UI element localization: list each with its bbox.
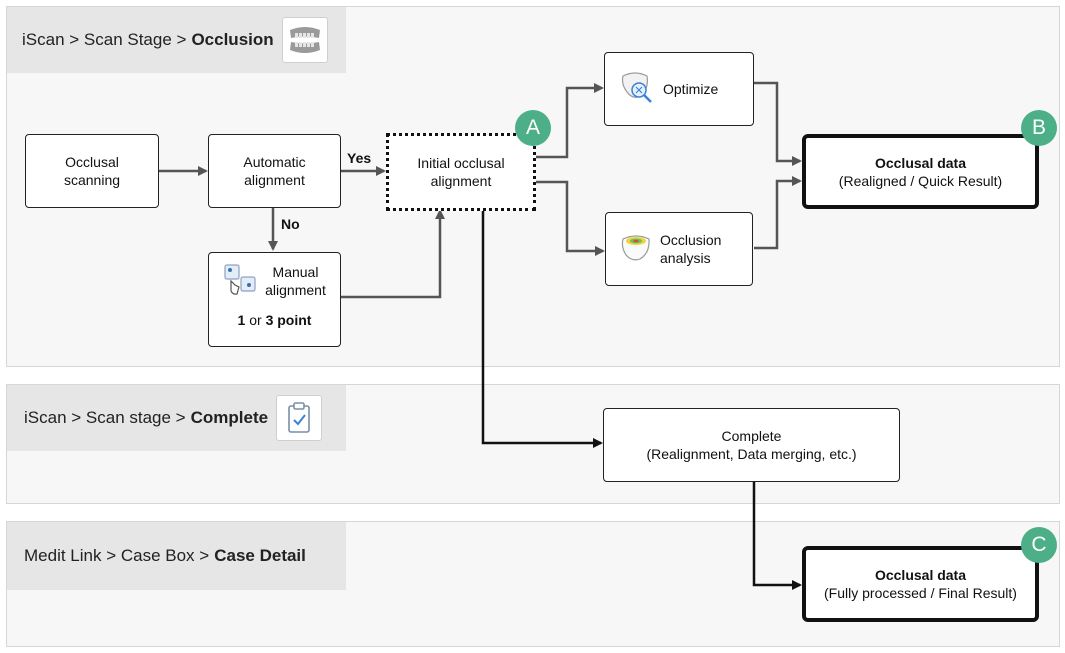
edge-label-yes: Yes (347, 150, 372, 166)
badge-c: C (1021, 527, 1057, 563)
node-label: alignment (244, 172, 305, 188)
edge-analysis-to-data-b (754, 176, 802, 250)
breadcrumb-path: Medit Link > Case Box > (24, 546, 210, 565)
clipboard-check-icon (276, 395, 323, 441)
occlusion-analysis-icon (620, 231, 652, 267)
breadcrumb-complete: iScan > Scan stage > Complete (7, 385, 346, 451)
point-or: or (249, 312, 262, 328)
node-label: Automatic (243, 154, 306, 170)
node-manual-alignment: Manual alignment 1 or 3 point (208, 252, 341, 347)
breadcrumb-occlusion: iScan > Scan Stage > Occlusion (7, 7, 346, 73)
breadcrumb-path: iScan > Scan stage > (24, 408, 186, 427)
edge-manual-to-initial (341, 209, 445, 299)
point-count-1: 1 (237, 312, 246, 328)
node-occlusal-data-b: Occlusal data (Realigned / Quick Result) (802, 134, 1039, 209)
manual-alignment-points: 1 or 3 point (238, 311, 312, 329)
node-occlusion-analysis: Occlusion analysis (605, 212, 753, 286)
node-label: Optimize (663, 81, 719, 97)
breadcrumb-case-detail: Medit Link > Case Box > Case Detail (7, 522, 346, 590)
node-label: Occlusal data (874, 567, 967, 583)
node-label: (Realignment, Data merging, etc.) (646, 446, 857, 462)
badge-a: A (515, 110, 551, 146)
node-label: Occlusal (65, 154, 119, 170)
badge-b: B (1021, 110, 1057, 146)
node-label: scanning (63, 172, 121, 188)
node-label: Initial occlusal (417, 155, 505, 171)
teeth-icon (281, 17, 328, 63)
node-label: analysis (660, 250, 711, 266)
edge-initial-to-optimize (536, 83, 604, 159)
node-label: Complete (721, 428, 782, 444)
node-label: alignment (265, 282, 326, 298)
point-count-3: 3 (265, 312, 274, 328)
node-occlusal-data-c: Occlusal data (Fully processed / Final R… (802, 546, 1039, 622)
node-complete: Complete (Realignment, Data merging, etc… (603, 408, 900, 482)
edge-optimize-to-data-b (754, 81, 802, 166)
edge-initial-to-complete (481, 211, 603, 448)
point-label: point (277, 312, 312, 328)
manual-alignment-icon (223, 263, 259, 301)
node-label: Occlusal data (874, 154, 967, 171)
optimize-icon (619, 70, 655, 108)
edge-complete-to-data-c (752, 482, 802, 590)
breadcrumb-current: Occlusion (191, 30, 274, 49)
node-optimize: Optimize (604, 52, 754, 126)
edge-label-no: No (281, 216, 300, 232)
breadcrumb-current: Complete (190, 408, 269, 427)
breadcrumb-path: iScan > Scan Stage > (22, 30, 187, 49)
node-label: Manual (272, 264, 319, 280)
node-occlusal-scanning: Occlusal scanning (25, 134, 159, 208)
node-initial-occlusal-alignment: Initial occlusal alignment (386, 133, 536, 211)
node-label: Occlusion (660, 232, 722, 248)
edge-initial-to-analysis (536, 180, 605, 256)
node-label: alignment (430, 173, 492, 189)
breadcrumb-current: Case Detail (214, 546, 306, 565)
node-automatic-alignment: Automatic alignment (208, 134, 341, 208)
node-label: (Fully processed / Final Result) (824, 585, 1017, 601)
node-label: (Realigned / Quick Result) (838, 172, 1003, 189)
